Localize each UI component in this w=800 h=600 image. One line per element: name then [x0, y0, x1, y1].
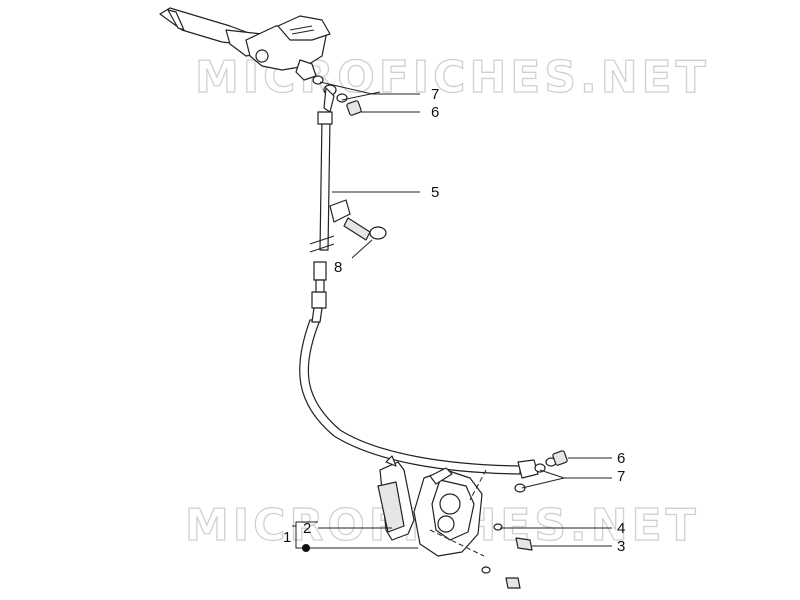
- callout-4: 4: [617, 520, 625, 537]
- brake-caliper: [413, 467, 487, 557]
- callout-8: 8: [334, 259, 342, 276]
- callout-7-top: 7: [431, 86, 439, 103]
- banjo-fitting-top: [312, 75, 362, 116]
- brake-lever-assembly: [159, 7, 331, 81]
- callouts: 1 2 3 4 5 6 6 7 7 8: [283, 86, 625, 555]
- hose-clip-bolt: [329, 199, 387, 241]
- brake-pads: [377, 455, 415, 541]
- callout-6-bottom: 6: [617, 450, 625, 467]
- banjo-fitting-bottom: [514, 450, 568, 493]
- callout-2: 2: [303, 520, 311, 537]
- callout-7-bottom: 7: [617, 468, 625, 485]
- assembly-dot: [302, 544, 310, 552]
- brake-hose: [299, 111, 539, 479]
- caliper-bolts: [481, 523, 533, 589]
- callout-3: 3: [617, 538, 625, 555]
- callout-5: 5: [431, 184, 439, 201]
- leader-lines: [292, 81, 612, 552]
- callout-1: 1: [283, 529, 291, 546]
- callout-6-top: 6: [431, 104, 439, 121]
